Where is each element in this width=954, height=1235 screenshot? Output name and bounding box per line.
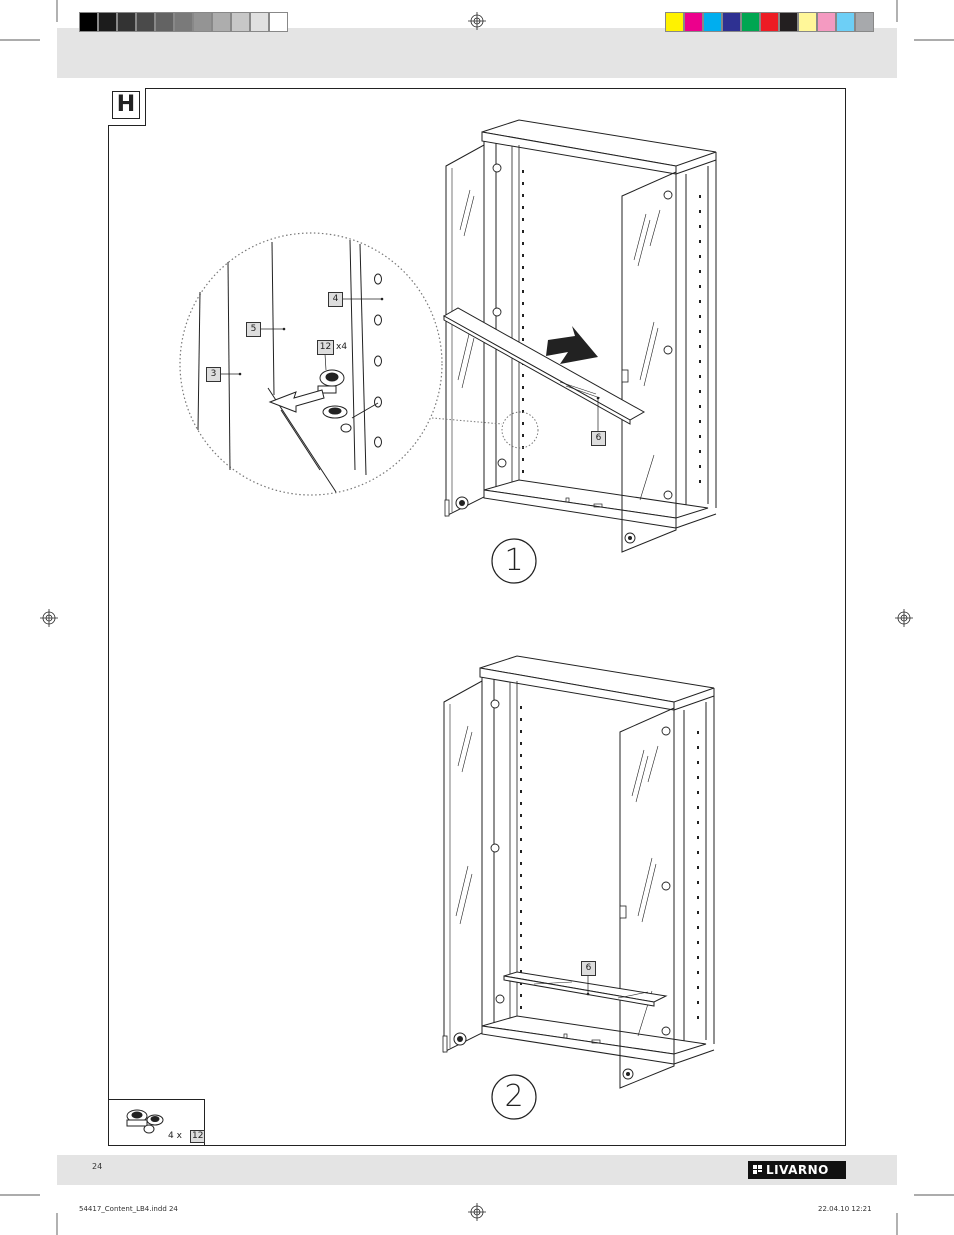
header-band <box>57 28 897 78</box>
print-timestamp: 22.04.10 12:21 <box>818 1205 872 1213</box>
instruction-frame <box>108 88 846 1146</box>
step2-circle <box>491 1074 537 1120</box>
grayscale-swatch <box>98 12 117 32</box>
grayscale-swatch <box>79 12 98 32</box>
page-number: 24 <box>92 1162 103 1171</box>
step1-number: 1 <box>504 543 524 578</box>
section-letter: H <box>112 91 140 119</box>
color-swatch <box>722 12 741 32</box>
color-swatch <box>741 12 760 32</box>
grayscale-swatch <box>231 12 250 32</box>
file-name: 54417_Content_LB4.indd 24 <box>79 1205 178 1213</box>
part-label-12: 12 <box>317 340 334 355</box>
part-label-5: 5 <box>246 322 261 337</box>
registration-target-icon <box>40 609 58 627</box>
brand-logo: LIVARNO <box>748 1161 846 1179</box>
insert-pin-arrow-icon <box>268 389 325 413</box>
grayscale-swatch <box>136 12 155 32</box>
grayscale-swatch <box>117 12 136 32</box>
color-swatch <box>836 12 855 32</box>
cabinet-step2-drawing <box>442 655 715 1089</box>
shelf-support-detail <box>179 232 443 496</box>
grayscale-swatch <box>269 12 288 32</box>
parts-count-prefix: 4 x <box>168 1131 182 1141</box>
part-label-6-step2: 6 <box>581 961 596 976</box>
brand-mark-icon <box>753 1165 762 1175</box>
color-swatch <box>798 12 817 32</box>
color-swatch <box>855 12 874 32</box>
brand-name: LIVARNO <box>766 1163 829 1177</box>
grayscale-swatch <box>212 12 231 32</box>
part-label-3: 3 <box>206 367 221 382</box>
part-label-6-step1: 6 <box>591 431 606 446</box>
shelf-support-pin-icon <box>126 1109 164 1134</box>
color-swatch <box>817 12 836 32</box>
part-label-4: 4 <box>328 292 343 307</box>
color-swatch <box>703 12 722 32</box>
grayscale-swatch <box>250 12 269 32</box>
registration-target-icon <box>895 609 913 627</box>
color-swatch <box>779 12 798 32</box>
grayscale-swatch <box>174 12 193 32</box>
parts-count-part-number: 12 <box>190 1130 206 1143</box>
color-swatch <box>684 12 703 32</box>
shelf-support-pin-icon <box>317 369 379 433</box>
step1-circle <box>491 538 537 584</box>
step2-number: 2 <box>504 1079 524 1114</box>
insert-direction-arrow-icon <box>546 326 598 364</box>
section-marker: H <box>108 88 146 126</box>
parts-box <box>108 1099 205 1146</box>
cabinet-step1-drawing <box>442 119 717 553</box>
grayscale-swatch <box>193 12 212 32</box>
registration-target-icon <box>468 1203 486 1221</box>
grayscale-swatch <box>155 12 174 32</box>
registration-target-icon <box>468 12 486 30</box>
color-swatch <box>665 12 684 32</box>
part-12-quantity: x4 <box>336 342 348 352</box>
color-swatch <box>760 12 779 32</box>
